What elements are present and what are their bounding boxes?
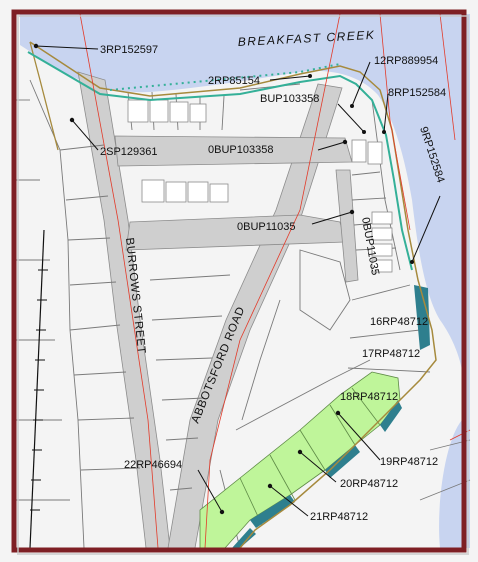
lot-label-22RP46694: 22RP46694 xyxy=(124,459,182,471)
lot-label-17RP48712: 17RP48712 xyxy=(362,348,420,360)
cadastral-boundary xyxy=(29,41,437,549)
lot-label-12RP889954: 12RP889954 xyxy=(374,55,438,67)
lot-label-19RP48712: 19RP48712 xyxy=(380,456,438,468)
lot-label-8RP152584: 8RP152584 xyxy=(388,87,446,99)
roads xyxy=(77,71,359,549)
map-frame xyxy=(11,9,467,553)
lot-label-3RP152597: 3RP152597 xyxy=(100,44,158,56)
teal-line xyxy=(27,51,413,271)
lot-label-2SP129361: 2SP129361 xyxy=(100,146,158,158)
lot-label-18RP48712: 18RP48712 xyxy=(340,391,398,403)
lot-label-BUP103358: BUP103358 xyxy=(260,93,319,105)
highlighted-lot-dividers xyxy=(239,387,381,526)
railway-ticks xyxy=(30,269,48,511)
red-lines xyxy=(79,13,471,549)
lot-label-2RP85154: 2RP85154 xyxy=(208,75,260,87)
lane-road xyxy=(335,169,359,283)
lot-label-21RP48712: 21RP48712 xyxy=(310,511,368,523)
railway-line xyxy=(29,229,45,549)
leader-dots xyxy=(33,43,414,515)
buildings xyxy=(127,99,393,273)
parcel-lines xyxy=(16,79,471,549)
lot-label-16RP48712: 16RP48712 xyxy=(370,316,428,328)
lot-label-0BUP11035: 0BUP11035 xyxy=(237,221,296,233)
flood-overlay xyxy=(232,285,430,548)
map-frame-shadow xyxy=(17,15,469,555)
lot-label-20RP48712: 20RP48712 xyxy=(340,478,398,490)
lot-label-0BUP103358: 0BUP103358 xyxy=(208,144,273,156)
leader-lines xyxy=(35,45,441,517)
breakfast-creek-water xyxy=(20,14,470,548)
